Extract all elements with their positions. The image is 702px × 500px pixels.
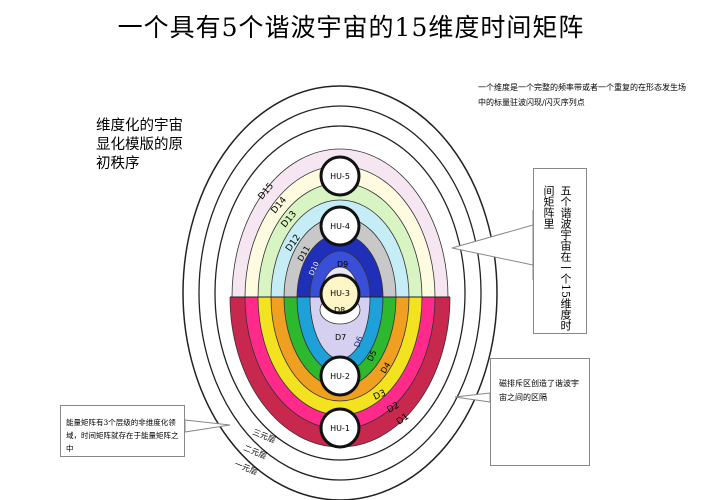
page-title: 一个具有5个谐波宇宙的15维度时间矩阵 (117, 13, 585, 42)
bottom-left-callout-box: 能量矩阵有3个层级的非维度化领域，时间矩阵就存在于能量矩阵之中 (60, 405, 185, 457)
label-d8: D8 (334, 306, 345, 315)
hu4-label: HU-4 (330, 222, 350, 231)
label-d9: D9 (337, 260, 348, 269)
label-d5: D5 (366, 349, 379, 363)
bottom-left-callout-pointer (184, 419, 231, 433)
label-d6: D6 (352, 335, 364, 349)
bottom-left-note: 能量矩阵有3个层级的非维度化领域，时间矩阵就存在于能量矩阵之中 (66, 418, 179, 453)
hu2-circle: HU-2 (319, 355, 361, 397)
left-caption: 维度化的宇宙显化模版的原初秩序 (96, 118, 183, 172)
definition-note: 一个维度是一个完整的频率带或者一个重复的在形态发生场中的标量驻波闪现/闪灭序列点 (478, 83, 686, 107)
hu2-label: HU-2 (330, 372, 350, 381)
hu4-circle: HU-4 (319, 205, 361, 247)
right-callout-box: 五个谐波宇宙在一个15维度时间矩阵里 (533, 168, 587, 334)
label-d7: D7 (335, 333, 346, 342)
hu3-label: HU-3 (330, 289, 350, 298)
right-vertical-note: 五个谐波宇宙在一个15维度时间矩阵里 (542, 185, 572, 331)
hu5-label: HU-5 (330, 172, 350, 181)
hu1-circle: HU-1 (319, 407, 361, 449)
label-d3: D3 (372, 388, 388, 402)
hu3-circle: HU-3 (319, 273, 361, 315)
bottom-right-note: 磁排斥区创造了谐波宇宙之间的区隔 (499, 379, 579, 402)
bottom-right-callout-box: 磁排斥区创造了谐波宇宙之间的区隔 (490, 358, 590, 466)
hu1-label: HU-1 (330, 424, 350, 433)
hu5-circle: HU-5 (319, 155, 361, 197)
